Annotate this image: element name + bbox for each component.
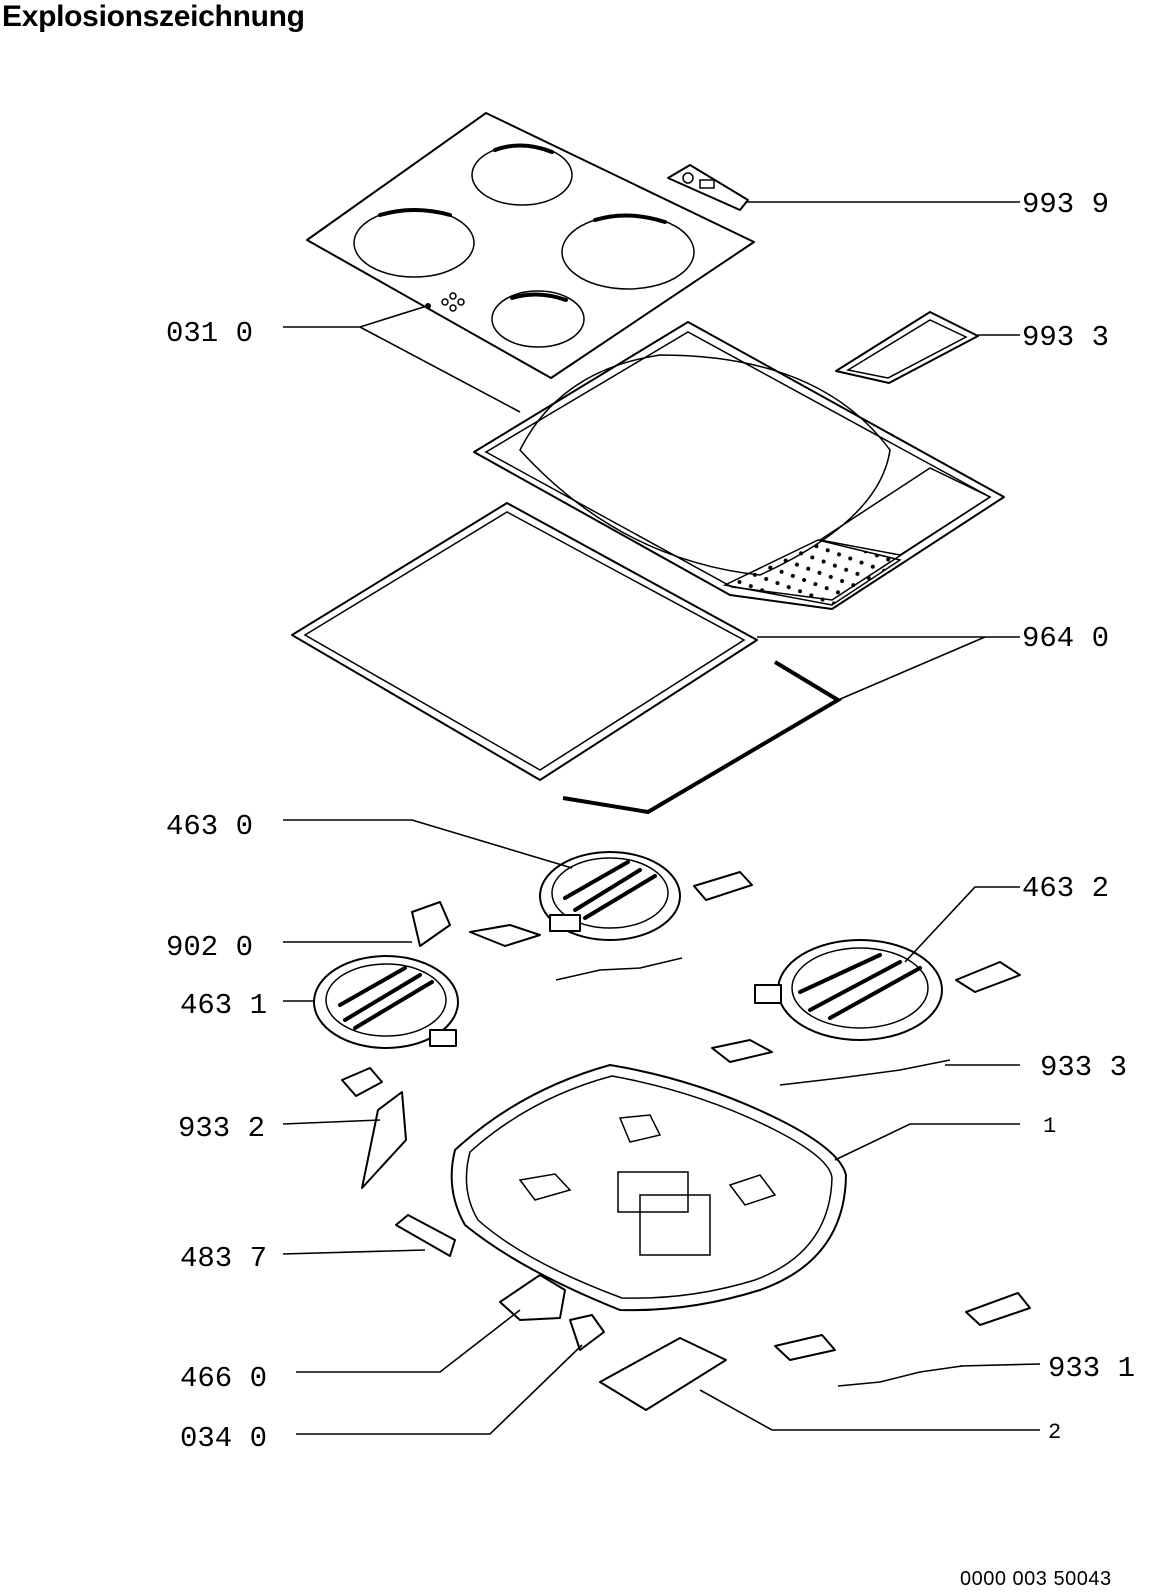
callout-9939: 993 9 <box>1022 188 1109 221</box>
page-title: Explosionszeichnung <box>2 0 305 33</box>
pad-part-9933 <box>835 311 979 384</box>
callout-1: 1 <box>1043 1114 1056 1139</box>
callout-4837: 483 7 <box>180 1242 267 1275</box>
document-number: 0000 003 50043 <box>960 1568 1112 1590</box>
callout-9640: 964 0 <box>1022 622 1109 655</box>
callout-4630: 463 0 <box>166 810 253 843</box>
heating-element-part-4630 <box>469 851 753 981</box>
bracket-part-4660 <box>499 1274 566 1321</box>
terminal-block-part-4837 <box>395 1214 456 1257</box>
callout-4660: 466 0 <box>180 1362 267 1395</box>
callout-9333: 933 3 <box>1040 1051 1127 1084</box>
gasket-part-9640 <box>291 502 842 815</box>
callout-labels: 993 9 031 0 993 3 964 0 463 0 463 2 902 … <box>166 188 1135 1455</box>
heating-element-part-4632 <box>711 939 1021 1086</box>
callout-4631: 463 1 <box>180 989 267 1022</box>
callout-9933: 993 3 <box>1022 321 1109 354</box>
bracket-part-9332 <box>341 1067 407 1189</box>
bracket-part-0340 <box>569 1314 605 1351</box>
bracket-part-9020 <box>411 901 451 947</box>
cover-part-2 <box>599 1337 727 1411</box>
callout-4632: 463 2 <box>1022 872 1109 905</box>
callout-9331: 933 1 <box>1048 1352 1135 1385</box>
bracket-part-9331 <box>774 1292 1031 1387</box>
callout-0340: 034 0 <box>180 1422 267 1455</box>
callout-0310: 031 0 <box>166 317 253 350</box>
heating-element-part-4631 <box>313 955 459 1049</box>
callout-2: 2 <box>1048 1420 1061 1445</box>
base-tray-part-1 <box>450 1064 847 1312</box>
callout-9020: 902 0 <box>166 931 253 964</box>
ceramic-hob-glass-part <box>306 112 755 379</box>
clip-part-9939 <box>667 164 749 211</box>
leader-lines <box>282 201 1041 1435</box>
callout-9332: 933 2 <box>178 1112 265 1145</box>
frame-part <box>473 321 1005 610</box>
